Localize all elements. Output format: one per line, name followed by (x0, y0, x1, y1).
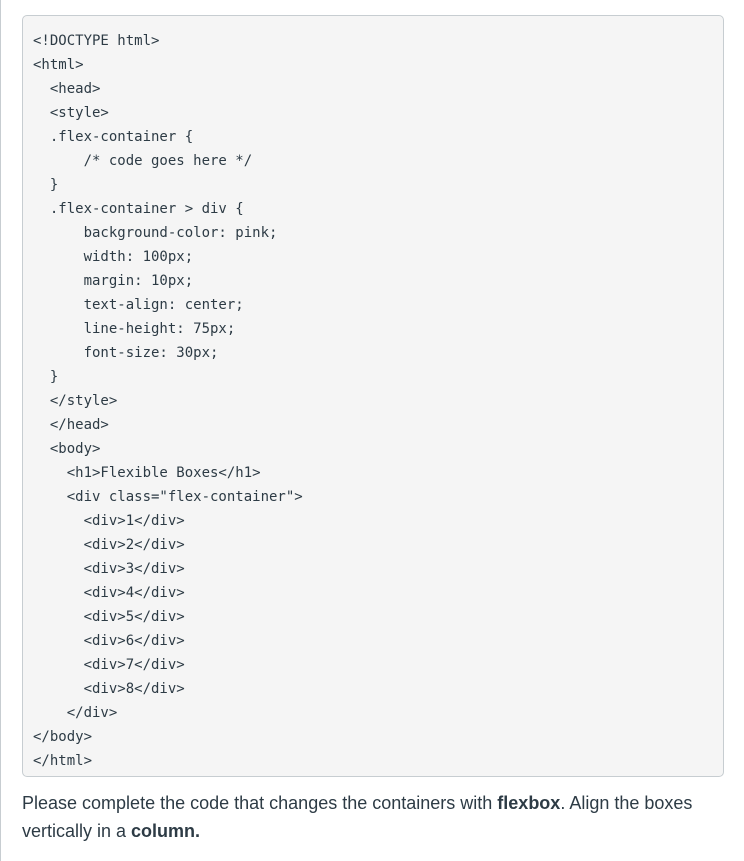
code-line: } (33, 369, 59, 385)
code-line: <div>2</div> (33, 537, 185, 553)
code-line: <style> (33, 105, 109, 121)
code-line: font-size: 30px; (33, 345, 219, 361)
code-line: <div>8</div> (33, 681, 185, 697)
code-line: <!DOCTYPE html> (33, 33, 160, 49)
code-line: </html> (33, 753, 93, 769)
code-line: <h1>Flexible Boxes</h1> (33, 465, 261, 481)
code-line: </div> (33, 705, 118, 721)
code-line: <div>4</div> (33, 585, 185, 601)
code-line: </body> (33, 729, 93, 745)
code-line: .flex-container { (33, 129, 194, 145)
code-line: <head> (33, 81, 101, 97)
code-line: .flex-container > div { (33, 201, 244, 217)
question-keyword-column: column. (131, 821, 201, 841)
code-line: <div>1</div> (33, 513, 185, 529)
code-line: line-height: 75px; (33, 321, 236, 337)
code-line: /* code goes here */ (33, 153, 253, 169)
code-line: <div>5</div> (33, 609, 185, 625)
code-line: <div>7</div> (33, 657, 185, 673)
code-line: </style> (33, 393, 118, 409)
question-text-part: . Align the boxes vertically in a (22, 793, 693, 841)
code-line: </head> (33, 417, 109, 433)
code-line: <div class="flex-container"> (33, 489, 303, 505)
code-line: <body> (33, 441, 101, 457)
code-block: <!DOCTYPE html> <html> <head> <style> .f… (22, 15, 724, 777)
code-line: <div>6</div> (33, 633, 185, 649)
code-line: margin: 10px; (33, 273, 194, 289)
code-line: text-align: center; (33, 297, 244, 313)
question-text: Please complete the code that changes th… (22, 789, 722, 845)
code-line: <div>3</div> (33, 561, 185, 577)
code-line: } (33, 177, 59, 193)
question-keyword-flexbox: flexbox (497, 793, 561, 813)
code-line: background-color: pink; (33, 225, 278, 241)
left-border-rule (0, 0, 1, 861)
question-text-part: Please complete the code that changes th… (22, 793, 498, 813)
code-line: <html> (33, 57, 84, 73)
code-line: width: 100px; (33, 249, 194, 265)
